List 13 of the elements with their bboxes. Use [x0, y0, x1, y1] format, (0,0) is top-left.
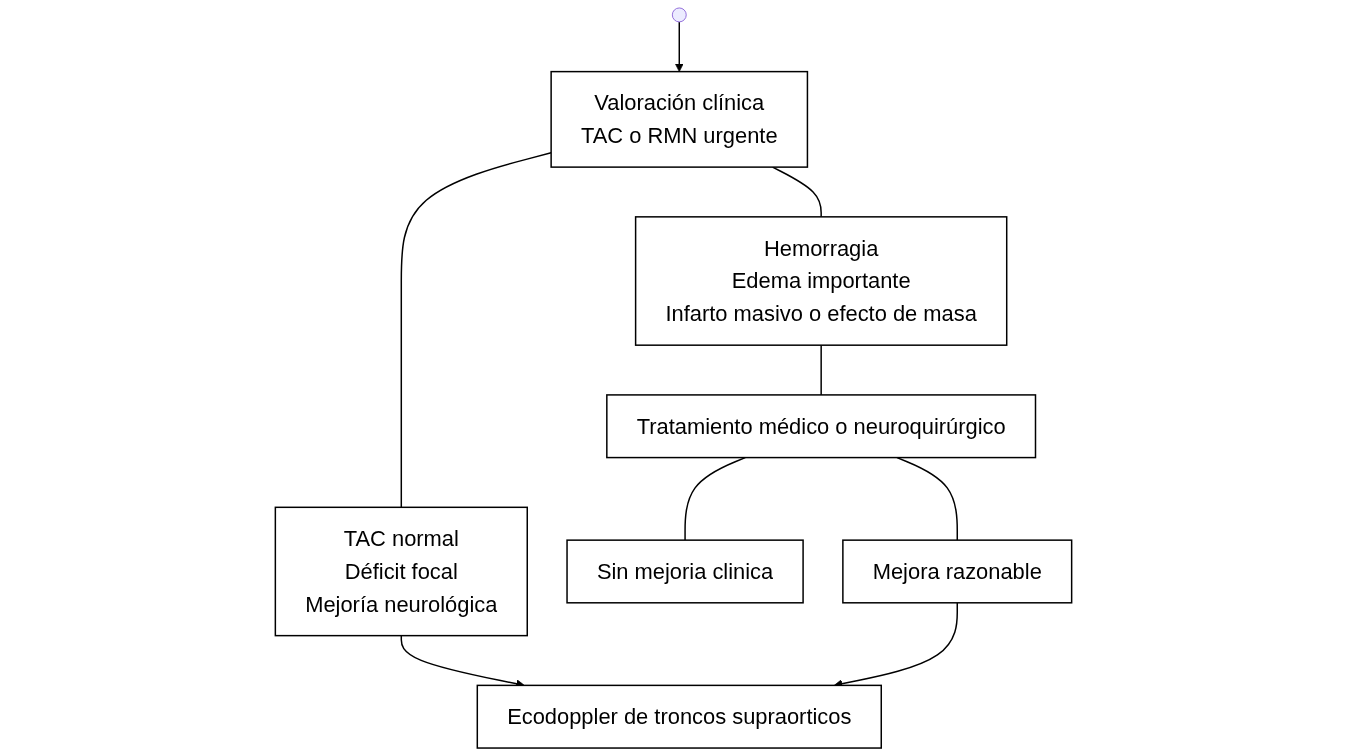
connector [400, 152, 552, 509]
node-box: Valoración clínica TAC o RMN urgente [550, 70, 809, 168]
connector [820, 344, 822, 396]
connector [684, 456, 747, 541]
node-box: Ecodoppler de troncos supraorticos [476, 684, 882, 749]
node-box: Hemorragia Edema importante Infarto masivo o efecto de masa [634, 216, 1008, 346]
node-box: TAC normal Déficit focal Mejoría neurológica [274, 506, 528, 637]
node-box: Sin mejoria clinica [566, 539, 804, 604]
node-box: Tratamiento médico o neuroquirúrgico [606, 394, 1037, 459]
node-box: Mejora razonable [842, 539, 1073, 604]
connector [771, 166, 822, 218]
connector [896, 456, 958, 541]
arrow [674, 21, 684, 72]
